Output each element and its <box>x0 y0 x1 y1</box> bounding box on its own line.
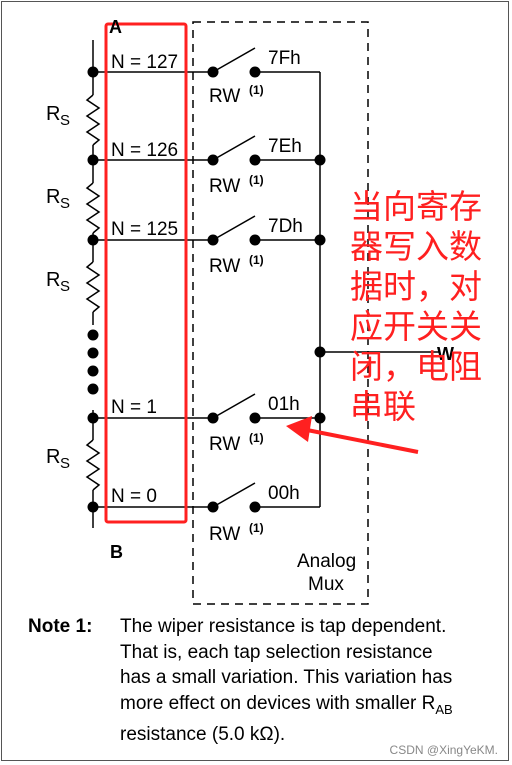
rs-label: R S <box>46 186 70 212</box>
svg-text:RW: RW <box>209 86 240 107</box>
tap-n-label: N = 1 <box>111 397 157 418</box>
svg-text:S: S <box>60 195 70 212</box>
svg-text:(1): (1) <box>249 173 264 187</box>
rw-label: RW (1) <box>209 83 264 107</box>
svg-text:RW: RW <box>209 524 240 545</box>
svg-text:器写入数: 器写入数 <box>350 227 482 266</box>
tap-nodes <box>87 66 326 513</box>
analog-mux-label: Mux <box>308 574 344 595</box>
analog-mux-box <box>192 21 369 605</box>
terminal-b-label: B <box>110 542 123 562</box>
tap-hex-label: 7Dh <box>268 216 303 237</box>
svg-text:闭，电阻: 闭，电阻 <box>350 347 482 386</box>
svg-text:RW: RW <box>209 434 240 455</box>
svg-text:(1): (1) <box>249 521 264 535</box>
tap-hex-label: 00h <box>268 483 300 504</box>
tap-hex-label: 01h <box>268 394 300 415</box>
watermark: CSDN @XingYeKM. <box>389 743 498 757</box>
svg-text:S: S <box>60 455 70 472</box>
svg-text:串联: 串联 <box>350 387 416 426</box>
footnote-body: The wiper resistance is tap dependent. T… <box>120 614 500 747</box>
svg-text:R: R <box>46 446 60 468</box>
svg-text:(1): (1) <box>249 431 264 445</box>
svg-text:RW: RW <box>209 176 240 197</box>
svg-text:(1): (1) <box>249 253 264 267</box>
tap-n-label: N = 127 <box>111 52 178 73</box>
svg-text:据时，对: 据时，对 <box>350 267 482 306</box>
rw-label: RW (1) <box>209 253 264 277</box>
annotation-arrow <box>286 416 419 454</box>
svg-text:R: R <box>46 103 60 125</box>
continuation-dots <box>87 329 99 395</box>
svg-text:R: R <box>46 269 60 291</box>
analog-mux-label: Analog <box>297 551 356 572</box>
footnote-line: more effect on devices with smaller RAB <box>120 692 453 717</box>
potentiometer-diagram: A B N = 127 N = 126 N = 125 N = 1 N = 0 … <box>46 17 482 605</box>
rw-label: RW (1) <box>209 431 264 455</box>
resistor-chain <box>85 40 101 528</box>
svg-text:S: S <box>60 278 70 295</box>
rs-label: R S <box>46 269 70 295</box>
tap-n-label: N = 125 <box>111 219 178 240</box>
footnote-line: resistance (5.0 kΩ). <box>120 723 286 745</box>
rw-label: RW (1) <box>209 173 264 197</box>
svg-text:(1): (1) <box>249 83 264 97</box>
svg-text:应开关关: 应开关关 <box>350 307 482 346</box>
tap-n-label: N = 126 <box>111 140 178 161</box>
footnote-line: has a small variation. This variation ha… <box>120 667 453 688</box>
rs-label: R S <box>46 446 70 472</box>
wiper-w-label: W <box>437 344 454 364</box>
svg-text:当向寄存: 当向寄存 <box>350 187 482 226</box>
rs-label: R S <box>46 103 70 129</box>
tap-hex-label: 7Eh <box>268 136 302 157</box>
rab-subscript: AB <box>435 701 453 717</box>
annotation-text: 当向寄存 器写入数 据时，对 应开关关 闭，电阻 串联 <box>350 187 482 426</box>
highlight-box <box>104 22 188 524</box>
footnote-heading: Note 1: <box>28 616 93 637</box>
footnote-line: The wiper resistance is tap dependent. <box>120 616 447 637</box>
rw-label: RW (1) <box>209 521 264 545</box>
tap-hex-label: 7Fh <box>268 48 301 69</box>
svg-text:RW: RW <box>209 256 240 277</box>
terminal-a-label: A <box>109 17 122 37</box>
svg-text:S: S <box>60 112 70 129</box>
svg-text:R: R <box>46 186 60 208</box>
footnote-line: That is, each tap selection resistance <box>120 641 433 663</box>
tap-n-label: N = 0 <box>111 486 157 507</box>
